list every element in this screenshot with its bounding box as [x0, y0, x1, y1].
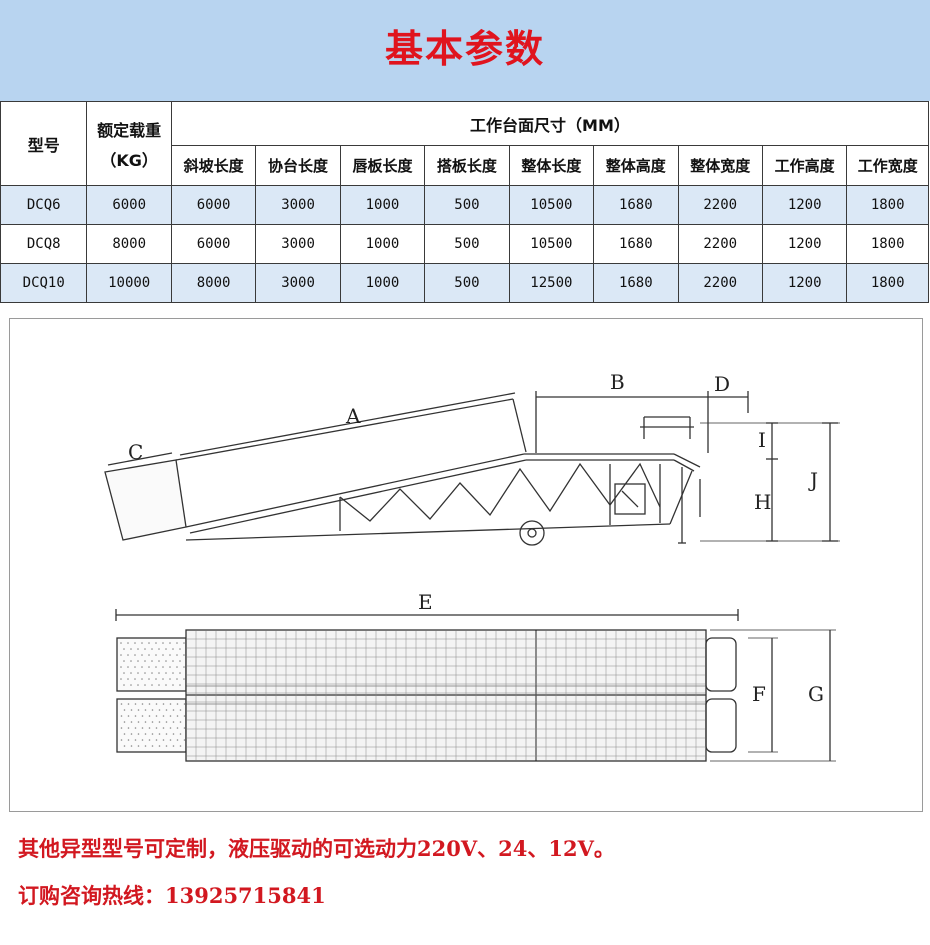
value-cell: 1680	[593, 185, 679, 225]
value-cell: 1000	[339, 224, 426, 264]
label-f: F	[752, 682, 766, 706]
load-header-line2: （KG）	[100, 150, 158, 170]
lip-plate-side	[104, 459, 187, 541]
value-cell: 2200	[677, 263, 763, 303]
value-cell: 8000	[86, 224, 172, 264]
sub-header: 唇板长度	[339, 145, 426, 186]
lip-plate-top-left	[116, 637, 187, 692]
value-cell: 1200	[761, 263, 848, 303]
value-cell: 3000	[255, 185, 341, 225]
page-title: 基本参数	[384, 26, 545, 71]
value-cell: 6000	[170, 224, 257, 264]
sub-header: 工作高度	[761, 145, 848, 186]
ramp-top-edge	[175, 398, 514, 461]
label-g: G	[808, 682, 824, 706]
value-cell: 1680	[593, 224, 679, 264]
label-d: D	[714, 372, 730, 396]
label-b: B	[610, 370, 625, 394]
value-cell: 1800	[846, 185, 929, 225]
value-cell: 3000	[255, 224, 341, 264]
value-cell: 1000	[339, 185, 426, 225]
sub-header: 搭板长度	[424, 145, 510, 186]
value-cell: 2200	[677, 185, 763, 225]
spec-table: 型号 额定载重 （KG） 工作台面尺寸（MM） 斜坡长度协台长度唇板长度搭板长度…	[0, 101, 930, 303]
dimension-group-header: 工作台面尺寸（MM）	[170, 101, 930, 146]
model-header: 型号	[0, 101, 88, 186]
model-cell: DCQ6	[0, 185, 88, 225]
value-cell: 2200	[677, 224, 763, 264]
value-cell: 1200	[761, 185, 848, 225]
value-cell: 1680	[593, 263, 679, 303]
sub-header: 协台长度	[255, 145, 341, 186]
label-a: A	[345, 404, 361, 428]
sub-header: 整体高度	[593, 145, 679, 186]
value-cell: 6000	[170, 185, 257, 225]
label-e: E	[418, 590, 433, 614]
sub-header: 斜坡长度	[170, 145, 257, 186]
value-cell: 12500	[508, 263, 595, 303]
model-cell: DCQ8	[0, 224, 88, 264]
customization-note: 其他异型型号可定制，液压驱动的可选动力220V、24、12V。	[18, 836, 615, 861]
value-cell: 10500	[508, 224, 595, 264]
label-i: I	[758, 428, 766, 452]
value-cell: 1800	[846, 224, 929, 264]
value-cell: 500	[424, 185, 510, 225]
value-cell: 8000	[170, 263, 257, 303]
dock-ramp-diagram: A B C D E F G H I J	[104, 370, 840, 762]
load-header-line1: 额定载重	[97, 120, 162, 140]
title-banner: 基本参数	[0, 0, 930, 101]
sub-header: 整体长度	[508, 145, 595, 186]
hotline-note: 订购咨询热线：13925715841	[18, 883, 326, 908]
value-cell: 10000	[86, 263, 172, 303]
value-cell: 500	[424, 224, 510, 264]
wheel	[519, 520, 545, 546]
value-cell: 1200	[761, 224, 848, 264]
load-header: 额定载重 （KG）	[86, 101, 172, 186]
value-cell: 500	[424, 263, 510, 303]
value-cell: 3000	[255, 263, 341, 303]
value-cell: 6000	[86, 185, 172, 225]
model-cell: DCQ10	[0, 263, 88, 303]
value-cell: 1800	[846, 263, 929, 303]
value-cell: 1000	[339, 263, 426, 303]
hydraulic-unit	[614, 483, 646, 515]
technical-drawing: A B C D E F G H I J	[9, 318, 923, 812]
label-h: H	[754, 490, 771, 514]
sub-header: 工作宽度	[846, 145, 929, 186]
lip-plate-top-right	[116, 698, 187, 753]
value-cell: 10500	[508, 185, 595, 225]
sub-header: 整体宽度	[677, 145, 763, 186]
label-c: C	[128, 440, 143, 464]
label-j: J	[808, 468, 818, 492]
